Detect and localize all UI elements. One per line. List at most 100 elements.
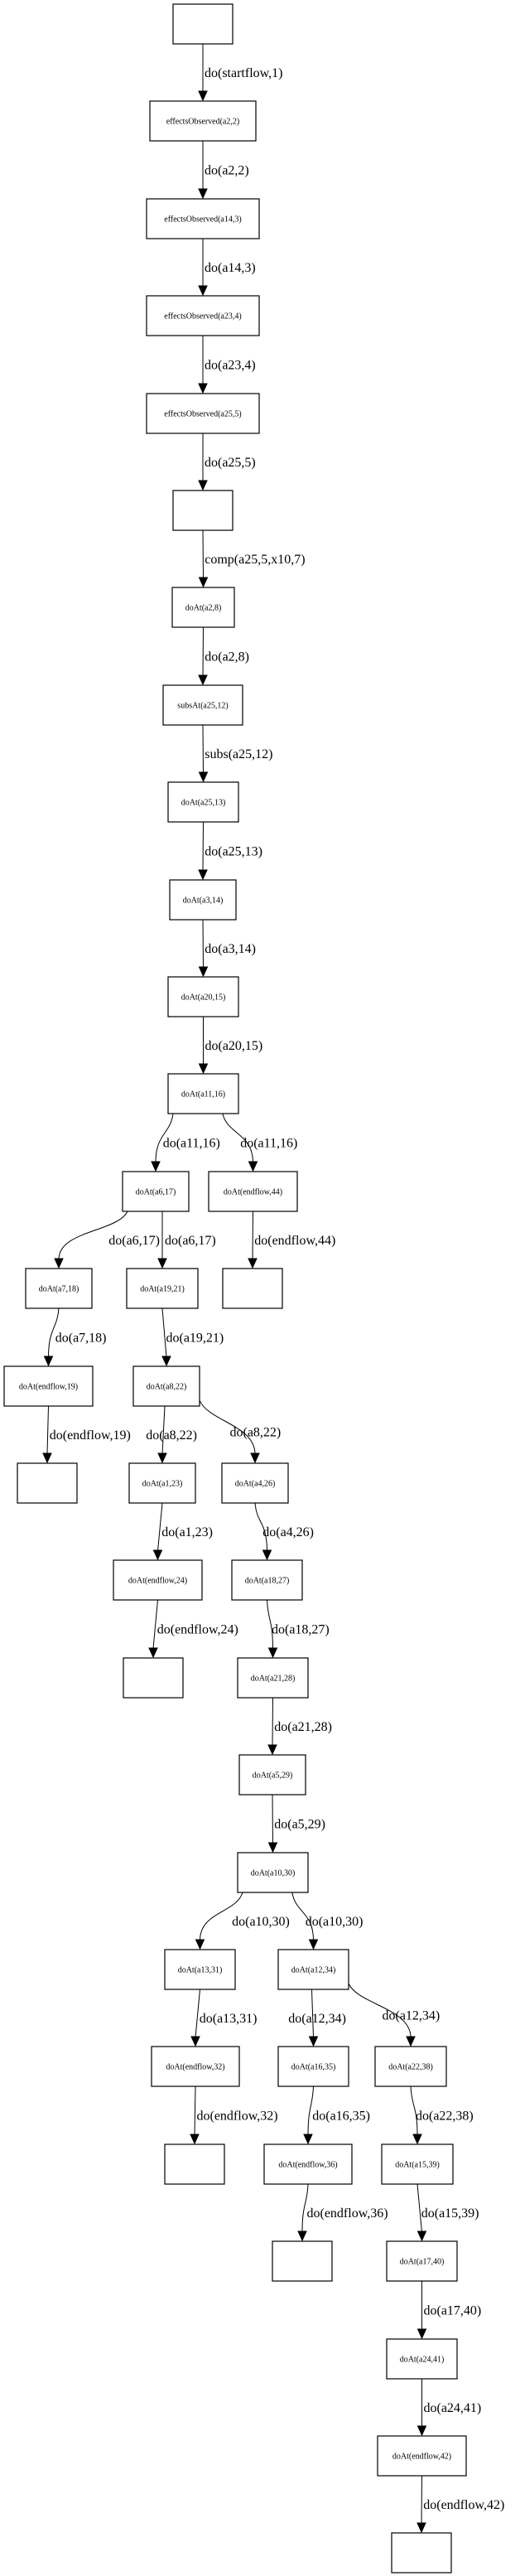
edge-line — [161, 1307, 167, 1358]
edge-label: do(a12,34) — [383, 2009, 441, 2023]
transition-edge: do(a12,34) — [348, 1983, 441, 2047]
node-label: effectsObserved(a2,2) — [166, 118, 239, 127]
edge-label: do(a2,8) — [205, 650, 249, 665]
arrowhead-icon — [198, 383, 208, 394]
transition-edge: do(a6,17) — [54, 1211, 160, 1269]
transition-edge: do(a25,13) — [198, 821, 262, 881]
edge-label: do(a19,21) — [166, 1331, 224, 1346]
edge-label: do(a22,38) — [416, 2110, 474, 2124]
state-node: effectsObserved(a23,4) — [146, 295, 260, 336]
state-node: doAt(a5,29) — [238, 1754, 306, 1795]
arrowhead-icon — [416, 2522, 426, 2534]
empty-state-node — [172, 3, 234, 45]
arrowhead-icon — [54, 1258, 64, 1269]
arrowhead-icon — [262, 1549, 272, 1561]
transition-edge: do(endflow,36) — [297, 2183, 388, 2242]
edge-line — [195, 1989, 200, 2038]
node-label: doAt(endflow,24) — [128, 1577, 187, 1586]
node-label: effectsObserved(a25,5) — [164, 410, 241, 419]
edge-label: do(a20,15) — [205, 1039, 263, 1053]
arrowhead-icon — [416, 2328, 427, 2340]
edge-label: do(a3,14) — [205, 942, 256, 956]
arrowhead-icon — [406, 2036, 416, 2047]
state-node: doAt(a17,40) — [386, 2240, 458, 2282]
state-node: doAt(a19,21) — [126, 1268, 199, 1309]
state-node: doAt(endflow,24) — [113, 1559, 203, 1601]
transition-edge: do(a20,15) — [198, 1017, 263, 1075]
edge-line — [421, 2475, 422, 2525]
node-box — [122, 1171, 190, 1212]
node-label: doAt(a2,8) — [185, 604, 222, 613]
nodes-layer: effectsObserved(a2,2)effectsObserved(a14… — [3, 3, 467, 2574]
arrowhead-icon — [43, 1356, 54, 1367]
transition-edge: do(a4,26) — [254, 1502, 314, 1561]
arrowhead-icon — [416, 2230, 427, 2242]
empty-state-node — [164, 2143, 225, 2185]
node-label: doAt(a19,21) — [140, 1285, 185, 1294]
node-box — [164, 1949, 236, 1990]
arrowhead-icon — [248, 1161, 258, 1172]
state-node: doAt(a10,30) — [237, 1852, 309, 1893]
node-box — [25, 1268, 93, 1309]
node-label: doAt(a25,13) — [181, 799, 226, 808]
edge-label: do(a25,5) — [205, 456, 256, 470]
node-label: doAt(a5,29) — [253, 1771, 293, 1781]
edges-layer: do(startflow,1)do(a2,2)do(a14,3)do(a23,4… — [42, 44, 504, 2534]
node-box — [277, 2046, 349, 2087]
edge-label: do(a11,16) — [240, 1137, 297, 1151]
state-node: doAt(a8,22) — [132, 1365, 200, 1407]
state-node: doAt(endflow,36) — [263, 2143, 353, 2185]
state-node: doAt(a3,14) — [169, 879, 237, 921]
node-box — [132, 1365, 200, 1407]
arrowhead-icon — [198, 285, 208, 297]
state-node: doAt(a7,18) — [25, 1268, 93, 1309]
node-label: doAt(endflow,19) — [19, 1383, 78, 1392]
transition-edge: do(a6,17) — [157, 1211, 216, 1269]
edge-line — [410, 2085, 418, 2136]
transition-edge: do(endflow,32) — [190, 2085, 278, 2145]
state-node: doAt(a21,28) — [237, 1657, 309, 1699]
node-box — [208, 1171, 298, 1212]
edge-line — [254, 1502, 267, 1552]
edge-line — [155, 1113, 174, 1163]
transition-edge: do(a10,30) — [195, 1892, 290, 1950]
arrowhead-icon — [152, 1549, 163, 1561]
state-node: effectsObserved(a25,5) — [146, 393, 260, 434]
arrowhead-icon — [198, 869, 208, 881]
transition-edge: do(a23,4) — [198, 336, 256, 394]
arrowhead-icon — [267, 1647, 278, 1659]
transition-edge: do(a11,16) — [151, 1113, 220, 1172]
node-label: doAt(a6,17) — [136, 1188, 176, 1197]
edge-label: do(endflow,36) — [307, 2206, 388, 2221]
arrowhead-icon — [157, 1258, 167, 1269]
node-label: doAt(a1,23) — [142, 1480, 183, 1489]
edge-label: do(a16,35) — [312, 2110, 370, 2124]
state-node: doAt(a12,34) — [277, 1949, 349, 1990]
edge-line — [272, 1794, 273, 1844]
node-box — [221, 1462, 289, 1504]
edge-label: do(a21,28) — [274, 1720, 332, 1734]
node-box — [113, 1559, 203, 1601]
edge-line — [222, 1113, 253, 1163]
edge-label: do(a10,30) — [232, 1915, 290, 1929]
edge-label: do(a2,2) — [205, 164, 249, 178]
edge-label: do(a25,13) — [205, 845, 262, 859]
node-box — [167, 976, 239, 1017]
transition-edge: do(a13,31) — [190, 1989, 258, 2047]
state-node: doAt(a1,23) — [128, 1462, 196, 1504]
edge-label: comp(a25,5,x10,7) — [205, 553, 305, 567]
node-label: doAt(a15,39) — [395, 2161, 440, 2170]
transition-edge: do(a2,8) — [198, 626, 249, 686]
transition-edge: subs(a25,12) — [198, 724, 272, 783]
edge-label: do(a24,41) — [424, 2401, 482, 2415]
node-box — [151, 2046, 240, 2087]
node-box — [277, 1949, 349, 1990]
node-box — [167, 781, 239, 823]
edge-label: do(a6,17) — [165, 1234, 216, 1248]
transition-edge: do(endflow,44) — [248, 1211, 335, 1269]
state-node: doAt(a16,35) — [277, 2046, 349, 2087]
transition-edge: do(a8,22) — [146, 1405, 197, 1464]
node-box — [3, 1365, 94, 1407]
edge-line — [161, 1405, 166, 1455]
